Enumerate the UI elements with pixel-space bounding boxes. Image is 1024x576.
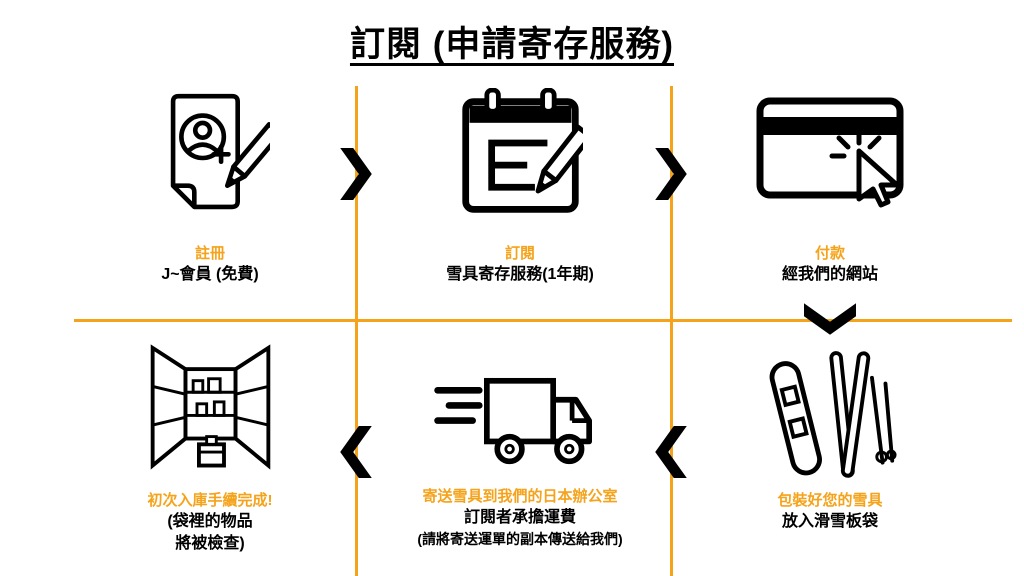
credit-card-click-icon bbox=[756, 97, 904, 208]
step-pack-line: 放入滑雪板袋 bbox=[781, 513, 878, 530]
storage-room-icon bbox=[150, 344, 271, 470]
step-store-label: 初次入庫手續完成! bbox=[147, 492, 273, 509]
registration-form-icon bbox=[170, 93, 270, 210]
step-pay-label: 付款 bbox=[814, 245, 845, 262]
calendar-pencil-icon bbox=[462, 88, 583, 213]
arrow-left-icon bbox=[340, 426, 372, 478]
step-pack-text: 包裝好您的雪具 放入滑雪板袋 bbox=[725, 490, 935, 533]
grid-vertical-line-1 bbox=[355, 86, 358, 576]
step-ship-line-2: (請將寄送運單的副本傳送給我們) bbox=[417, 531, 623, 547]
step-subscribe-line: 雪具寄存服務(1年期) bbox=[446, 266, 594, 283]
grid-vertical-line-2 bbox=[670, 86, 673, 576]
arrow-right-icon bbox=[340, 148, 372, 200]
step-register-label: 註冊 bbox=[194, 245, 225, 262]
step-store-text: 初次入庫手續完成! (袋裡的物品 將被檢查) bbox=[100, 490, 320, 555]
step-store-line-1: (袋裡的物品 bbox=[167, 513, 253, 530]
step-ship-label: 寄送雪具到我們的日本辦公室 bbox=[422, 488, 618, 505]
step-pack-label: 包裝好您的雪具 bbox=[777, 492, 883, 509]
step-register-text: 註冊 J~會員 (免費) bbox=[110, 243, 310, 286]
arrow-right-icon bbox=[655, 148, 687, 200]
grid-horizontal-line bbox=[74, 319, 1012, 322]
step-store-line-2: 將被檢查) bbox=[175, 535, 245, 552]
step-ship-line-1: 訂閱者承擔運費 bbox=[463, 509, 576, 526]
step-register-line: J~會員 (免費) bbox=[161, 266, 259, 283]
page-title: 訂閱 (申請寄存服務) bbox=[349, 25, 675, 64]
arrow-left-icon bbox=[655, 426, 687, 478]
step-ship-text: 寄送雪具到我們的日本辦公室 訂閱者承擔運費 (請將寄送運單的副本傳送給我們) bbox=[360, 486, 680, 549]
ski-gear-icon bbox=[769, 351, 897, 478]
step-subscribe-text: 訂閱 雪具寄存服務(1年期) bbox=[395, 243, 645, 286]
step-pay-text: 付款 經我們的網站 bbox=[730, 243, 930, 286]
arrow-down-icon bbox=[804, 303, 856, 335]
delivery-truck-icon bbox=[434, 377, 592, 465]
step-subscribe-label: 訂閱 bbox=[504, 245, 535, 262]
step-pay-line: 經我們的網站 bbox=[781, 266, 878, 283]
